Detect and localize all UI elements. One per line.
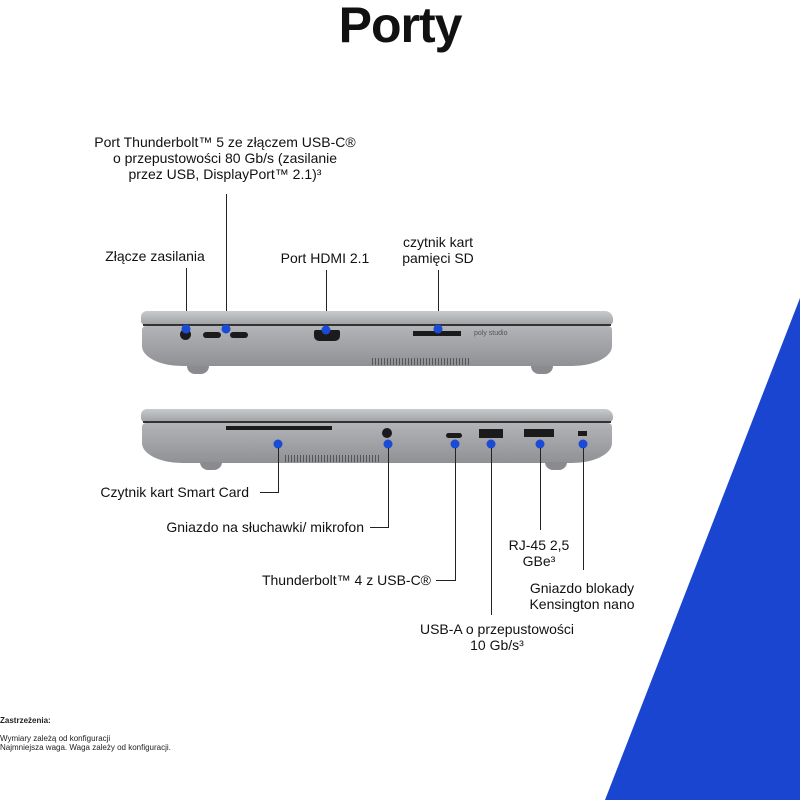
disclaimer-line: Najmniejsza waga. Waga zależy od konfigu… — [0, 743, 171, 752]
brand-logo: poly studio — [474, 330, 508, 337]
kensington-slot — [578, 431, 587, 436]
leader-line — [491, 448, 492, 615]
marker-dot — [450, 439, 460, 449]
leader-line — [583, 448, 584, 570]
usb-a-port — [479, 429, 503, 438]
headphone-label: Gniazdo na słuchawki/ mikrofon — [166, 519, 364, 535]
smartcard-slot — [226, 426, 332, 430]
disclaimer-heading: Zastrzeżenia: — [0, 716, 51, 725]
label-line: Kensington nano — [529, 596, 635, 612]
page-title: Porty — [338, 0, 463, 53]
headphone-jack — [382, 428, 392, 438]
disclaimer: Zastrzeżenia: Wymiary zależą od konfigur… — [0, 716, 171, 752]
marker-dot — [321, 325, 331, 335]
leader-line — [388, 448, 389, 527]
marker-dot — [535, 439, 545, 449]
thunderbolt5-label: Port Thunderbolt™ 5 ze złączem USB-C® o … — [94, 134, 355, 182]
label-line: GBe³ — [522, 553, 556, 569]
hdmi-port — [314, 330, 340, 341]
usb-c-port — [203, 332, 221, 338]
leader-line — [278, 448, 279, 492]
label-line: Gniazdo blokady — [529, 580, 635, 596]
label-line: RJ-45 2,5 — [508, 537, 570, 553]
thunderbolt4-label: Thunderbolt™ 4 z USB-C® — [261, 572, 431, 588]
leader-line — [370, 527, 389, 528]
power-port — [180, 329, 191, 340]
leader-line — [186, 268, 187, 330]
disclaimer-line: Wymiary zależą od konfiguracji — [0, 734, 111, 743]
leader-line — [455, 448, 456, 580]
label-line: USB-A o przepustowości — [419, 621, 575, 637]
kensington-label: Gniazdo blokady Kensington nano — [529, 580, 634, 612]
usba-label: USB-A o przepustowości 10 Gb/s³ — [420, 621, 574, 653]
thunderbolt5-port — [230, 332, 248, 338]
rj45-port — [524, 429, 554, 437]
power-label: Złącze zasilania — [105, 248, 205, 264]
marker-dot — [578, 439, 588, 449]
sd-label: czytnik kart pamięci SD — [402, 234, 474, 266]
leader-line — [326, 270, 327, 332]
thunderbolt4-port — [446, 433, 462, 438]
hdmi-label: Port HDMI 2.1 — [280, 250, 370, 266]
sd-slot — [413, 331, 461, 336]
leader-line — [540, 448, 541, 530]
marker-dot — [383, 439, 393, 449]
marker-dot — [486, 439, 496, 449]
label-line: przez USB, DisplayPort™ 2.1)³ — [128, 166, 322, 182]
label-line: Port Thunderbolt™ 5 ze złączem USB-C® — [94, 134, 356, 150]
marker-dot — [181, 324, 191, 334]
marker-dot — [273, 439, 283, 449]
label-line: pamięci SD — [402, 250, 474, 266]
marker-dot — [433, 324, 443, 334]
leader-line — [438, 270, 439, 332]
leader-line — [260, 492, 279, 493]
leader-line — [226, 194, 227, 330]
leader-line — [436, 580, 456, 581]
rj45-label: RJ-45 2,5 GBe³ — [509, 537, 570, 569]
label-line: o przepustowości 80 Gb/s (zasilanie — [112, 150, 338, 166]
marker-dot — [221, 324, 231, 334]
label-line: czytnik kart — [402, 234, 473, 250]
smartcard-label: Czytnik kart Smart Card — [100, 484, 249, 500]
label-line: 10 Gb/s³ — [470, 637, 524, 653]
